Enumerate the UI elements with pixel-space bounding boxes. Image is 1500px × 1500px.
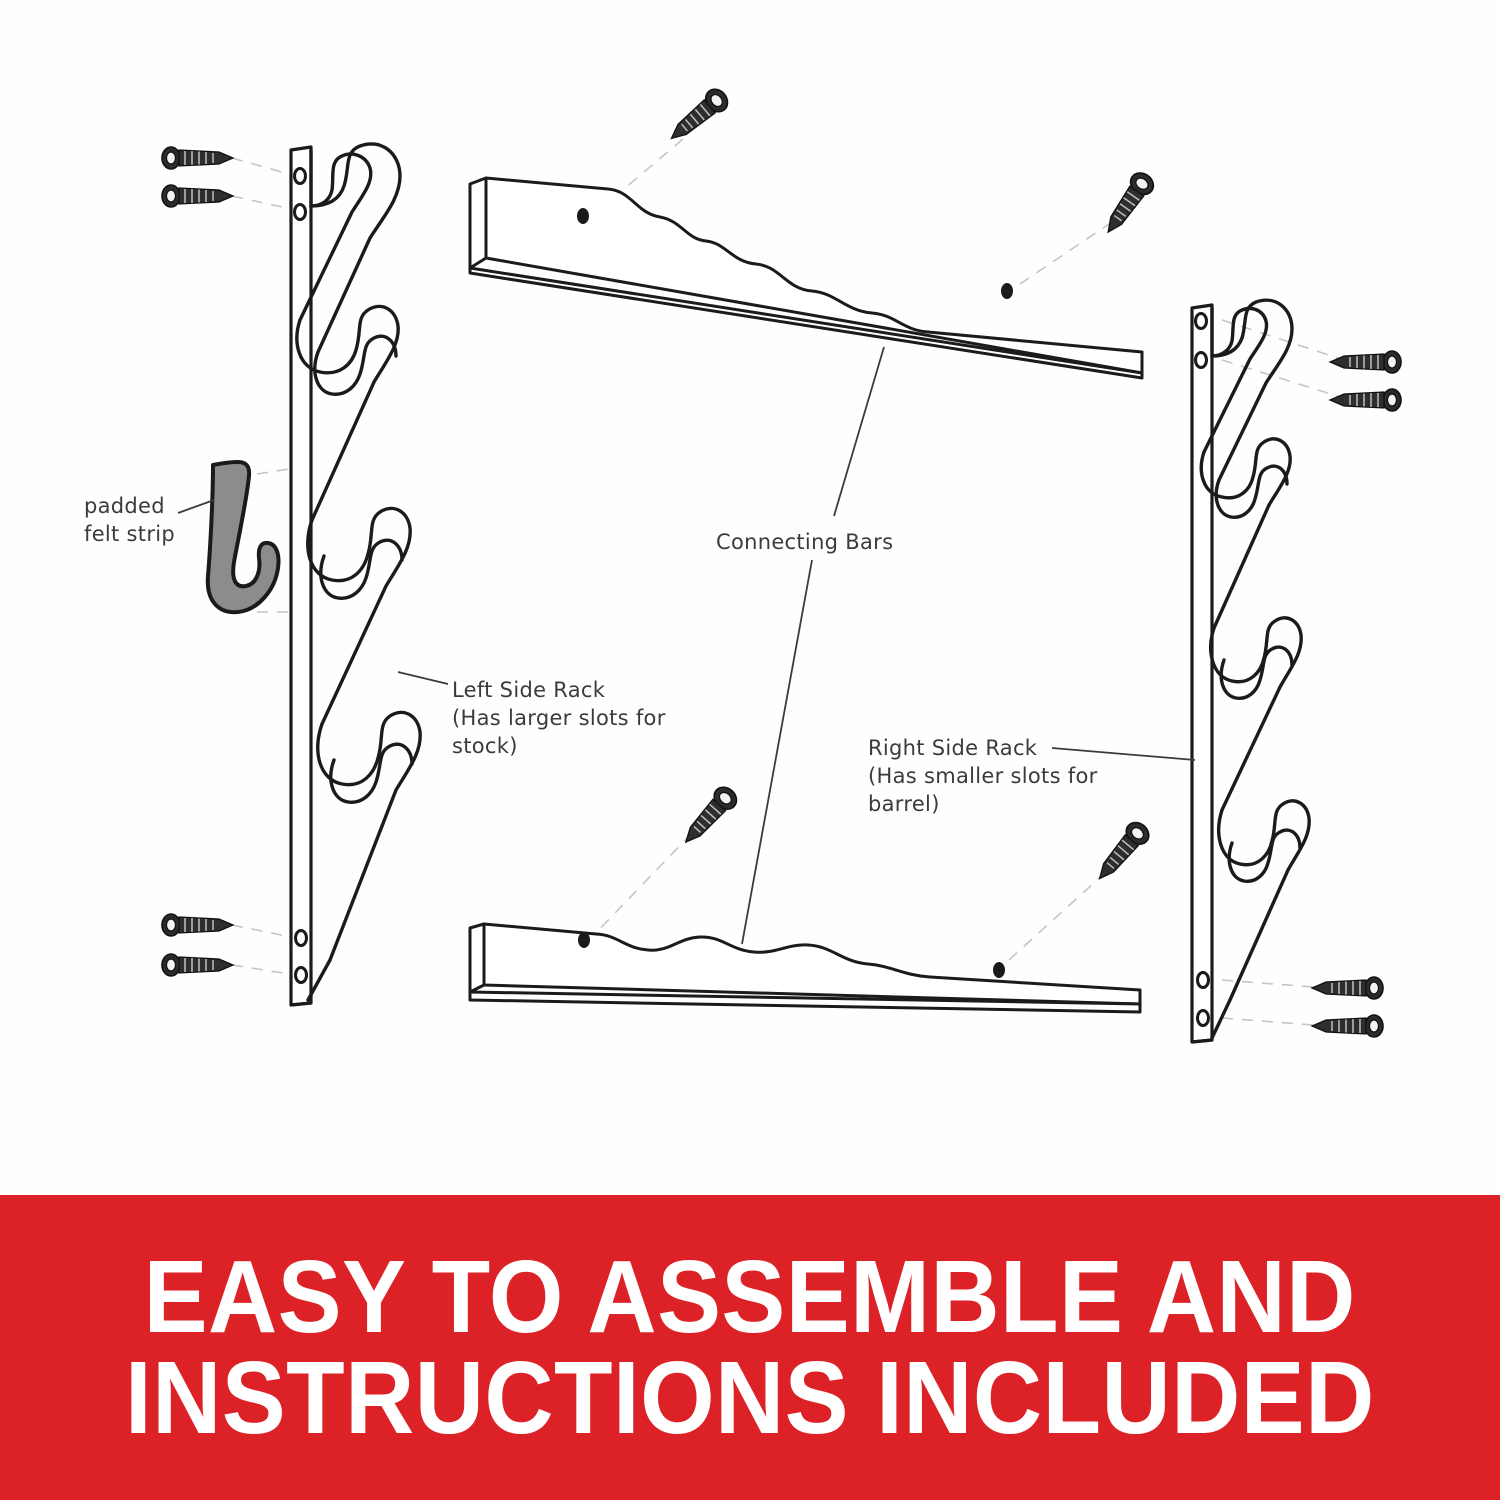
- label-leaders-group: [177, 346, 1196, 945]
- screw-hole: [578, 932, 590, 948]
- promo-banner: EASY TO ASSEMBLE AND INSTRUCTIONS INCLUD…: [0, 1195, 1500, 1500]
- right-side-rack: [1190, 298, 1311, 1044]
- diagram-svg: [161, 84, 1402, 1044]
- screw-icon: [1089, 817, 1154, 888]
- left-side-rack: [289, 142, 422, 1007]
- screw-hole: [293, 167, 307, 185]
- screw-icon: [161, 184, 234, 208]
- leader-line: [231, 157, 297, 177]
- screw-icon: [1329, 350, 1402, 374]
- label-connecting-bars: Connecting Bars: [716, 530, 894, 554]
- screw-hole: [1194, 312, 1208, 330]
- label-left-side-rack: Left Side Rack (Has larger slots for sto…: [452, 678, 666, 759]
- screw-hole: [293, 203, 307, 221]
- leader-lines-group: [231, 138, 1351, 1027]
- label-right-side-rack: Right Side Rack (Has smaller slots for b…: [868, 736, 1098, 817]
- screw-hole: [1196, 1009, 1210, 1027]
- leader-line: [231, 964, 297, 976]
- label-padded-felt-strip: padded felt strip: [84, 494, 176, 547]
- top-connecting-bar: [468, 176, 1144, 380]
- bottom-connecting-bar: [468, 922, 1142, 1014]
- banner-line-1: EASY TO ASSEMBLE AND: [143, 1238, 1357, 1354]
- screw-icon: [1311, 976, 1384, 1000]
- label-leader-right-rack: [1051, 747, 1196, 761]
- screw-hole: [1194, 351, 1208, 369]
- leader-line: [231, 924, 297, 939]
- label-leader-connecting-top: [833, 346, 885, 517]
- screw-hole: [993, 962, 1005, 978]
- leader-line: [590, 832, 693, 939]
- leader-line: [1010, 221, 1113, 291]
- leader-line: [1221, 359, 1351, 401]
- leader-line: [999, 871, 1107, 969]
- label-leader-left-rack: [397, 671, 449, 685]
- assembly-diagram: padded felt strip Left Side Rack (Has la…: [84, 84, 1402, 1044]
- banner-line-2: INSTRUCTIONS INCLUDED: [125, 1339, 1375, 1455]
- screw-icon: [662, 84, 733, 149]
- screw-hole: [1001, 283, 1013, 299]
- screw-hole: [294, 966, 308, 984]
- screw-icon: [1097, 167, 1159, 240]
- screw-icon: [161, 953, 234, 977]
- screw-hole: [1196, 971, 1210, 989]
- label-leader-felt: [177, 499, 215, 514]
- screw-icon: [676, 781, 742, 851]
- leader-line: [231, 195, 297, 211]
- label-leader-connecting-bottom: [741, 559, 813, 945]
- screw-hole: [577, 208, 589, 224]
- screw-icon: [1329, 388, 1402, 412]
- screws-group: [161, 84, 1402, 1038]
- leader-line: [1221, 1017, 1327, 1027]
- leader-line: [1221, 979, 1327, 989]
- screw-hole: [294, 929, 308, 947]
- leader-line: [256, 467, 297, 475]
- screw-icon: [1311, 1014, 1384, 1038]
- screw-icon: [161, 913, 234, 937]
- padded-felt-strip: [205, 460, 281, 615]
- screw-icon: [161, 146, 234, 170]
